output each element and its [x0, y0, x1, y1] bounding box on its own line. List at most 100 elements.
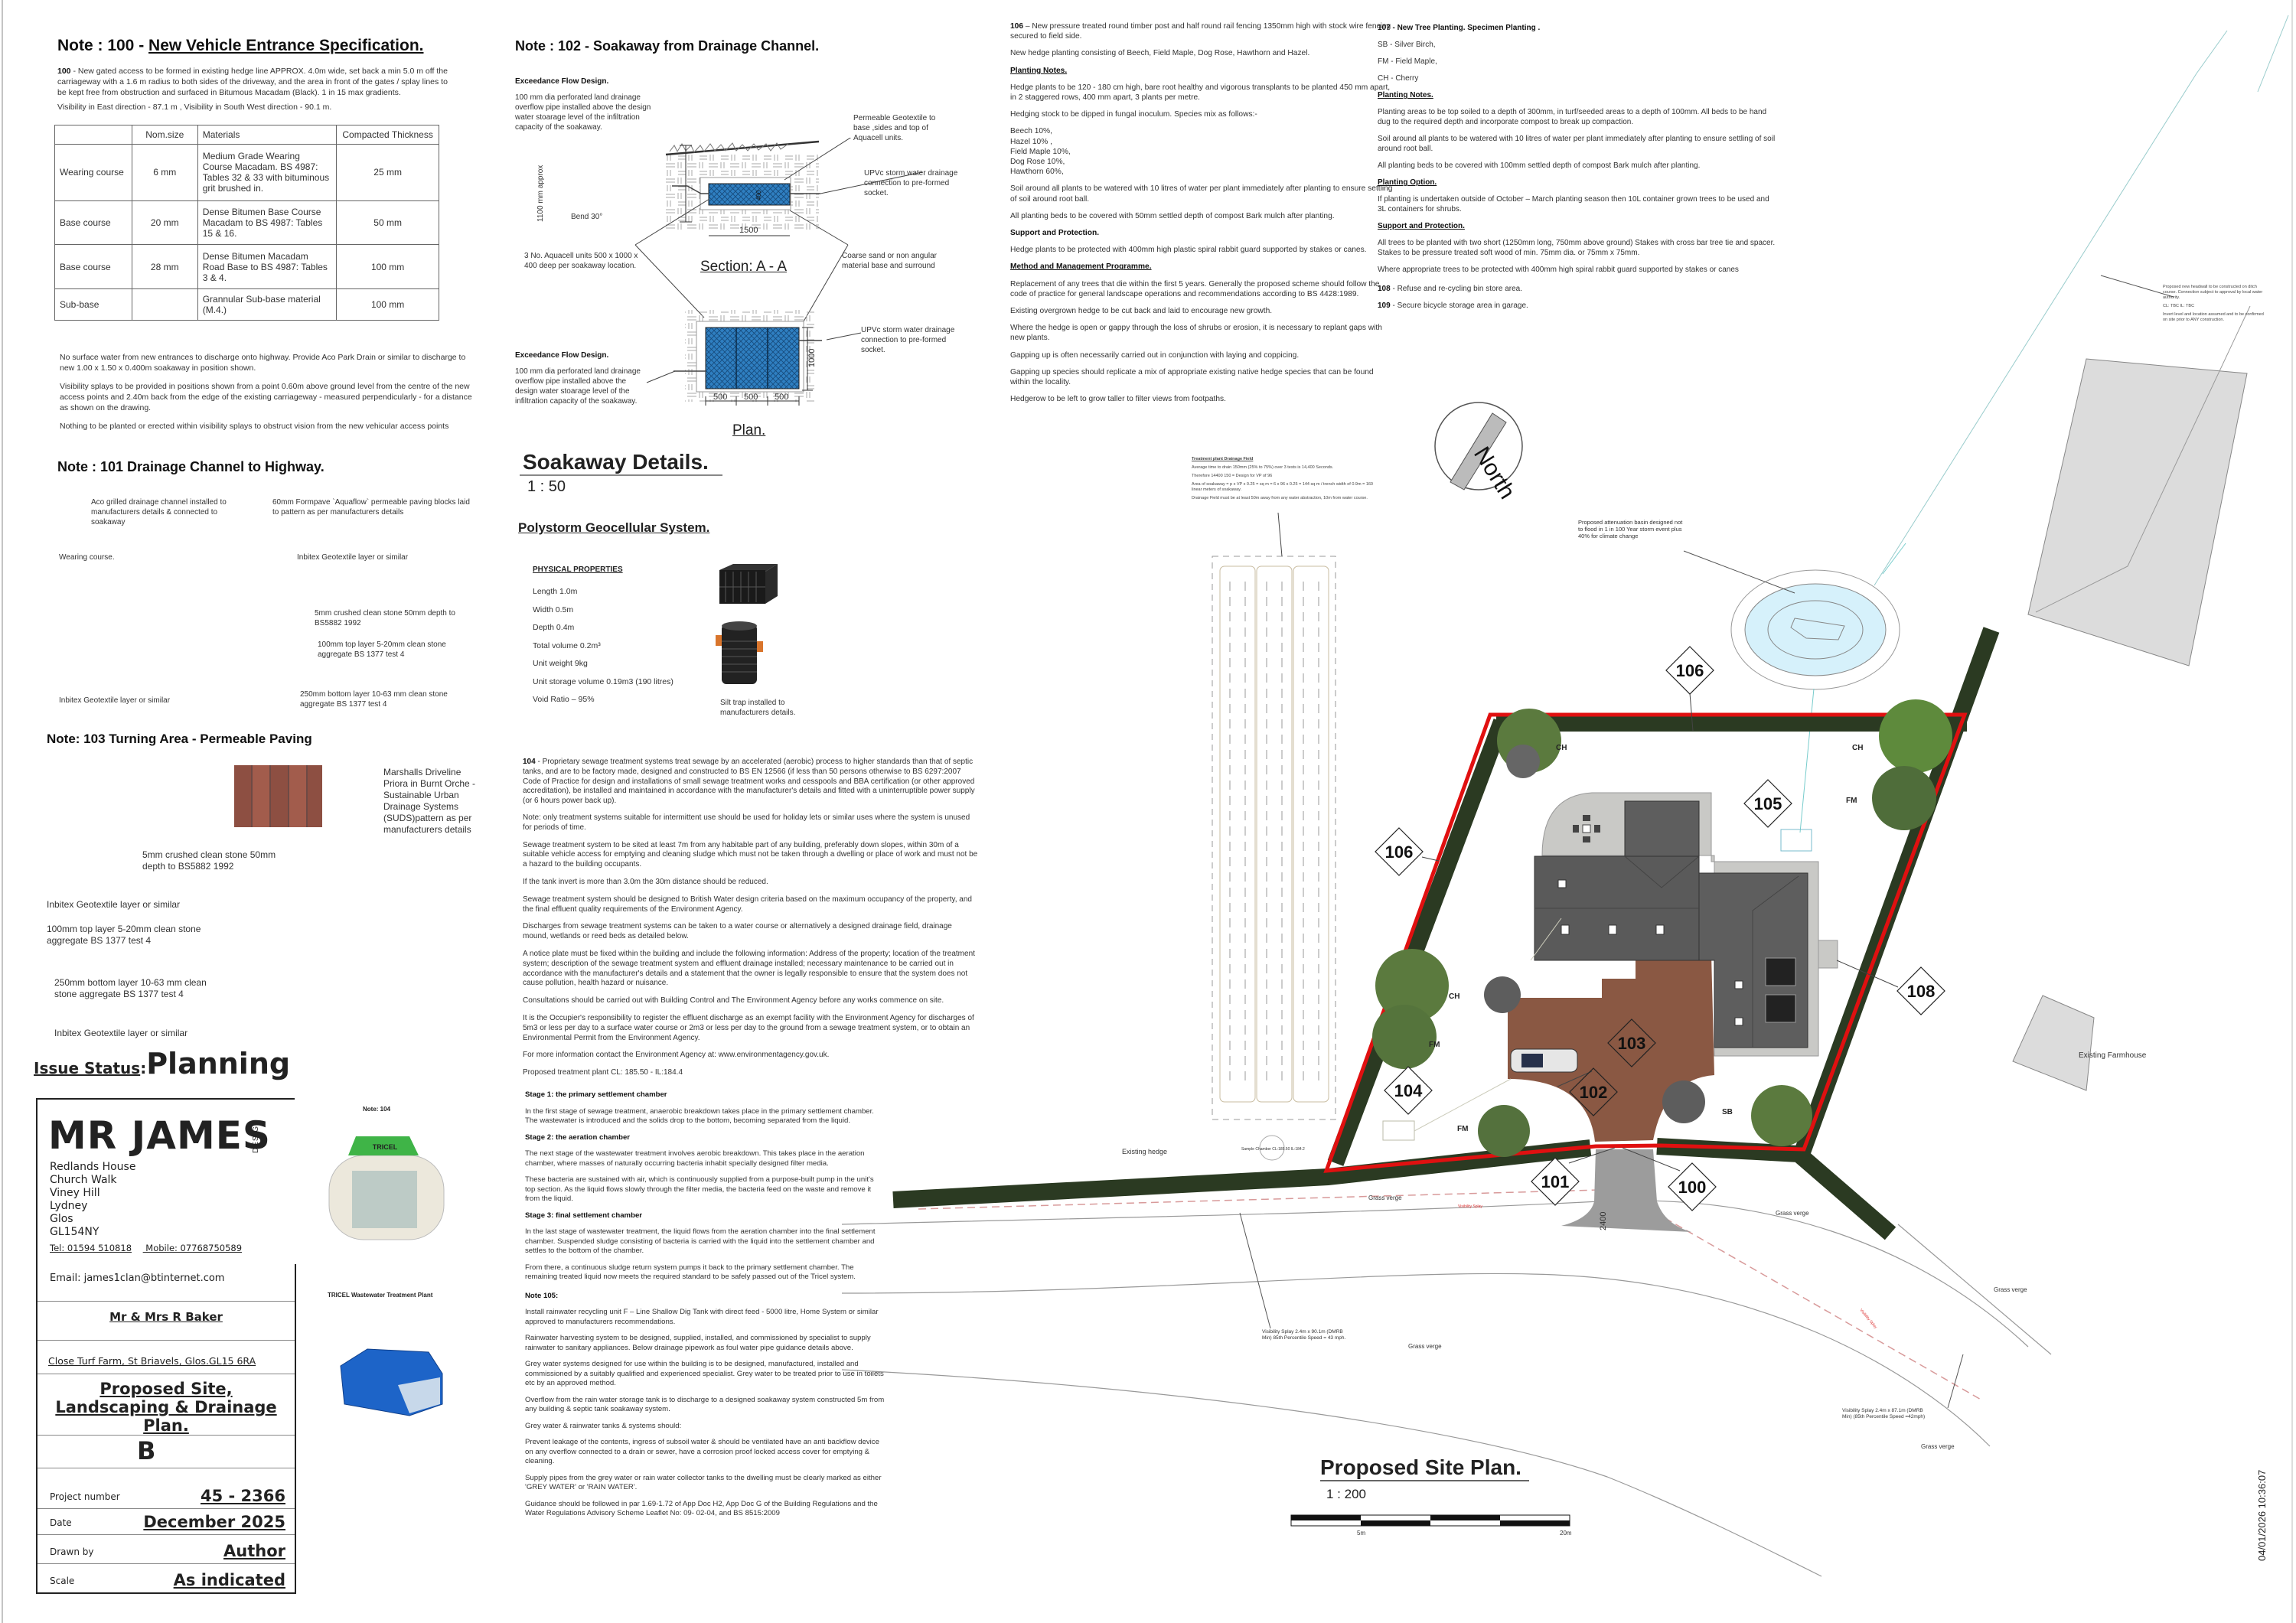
note-text: Existing overgrown hedge to be cut back … — [1010, 307, 1273, 316]
paving-sample-image — [234, 765, 322, 827]
tag-diamond — [1569, 1067, 1618, 1116]
property: Length 1.0m — [533, 587, 578, 596]
reference-tag: 108 — [1896, 966, 1945, 1015]
paragraph: Sewage treatment system should be design… — [523, 895, 972, 914]
dim-500-a: 500 — [713, 393, 727, 402]
scalebar-label-20m: 20m — [1560, 1530, 1572, 1537]
label-wearing-course: Wearing course. — [59, 553, 115, 562]
tag-number: 105 — [1754, 794, 1782, 813]
sample-chamber-label: Sample Chamber CL:185.50 IL:184.2 — [1241, 1147, 1305, 1152]
tag-diamond — [1607, 1018, 1656, 1067]
note-100-heading: New Vehicle Entrance Specification. — [148, 37, 424, 54]
note-102-title: Note : 102 - Soakaway from Drainage Chan… — [515, 38, 820, 54]
note-paragraph: 106 – New pressure treated round timber … — [1010, 21, 1393, 41]
existing-farmhouse-label: Existing Farmhouse — [2079, 1051, 2147, 1060]
note-heading: Support and Protection. — [1010, 228, 1393, 238]
note-text: FM - Field Maple, — [1378, 57, 1437, 66]
exceedance-title-2: Exceedance Flow Design. — [515, 351, 609, 360]
visibility-splay-label: Visibility Splay — [1458, 1204, 1482, 1209]
issue-status: Issue Status:Planning — [34, 1047, 290, 1080]
tree-fm-west — [1372, 1005, 1437, 1069]
note-paragraph: Guidance should be followed in par 1.69-… — [525, 1500, 885, 1519]
hedges — [892, 627, 2000, 1240]
site-plan-title: Proposed Site Plan. — [1320, 1455, 1529, 1481]
note-paragraph: Field Maple 10%, — [1010, 147, 1393, 157]
note-text: Grey water systems designed for use with… — [525, 1360, 884, 1387]
note-paragraph: In the first stage of sewage treatment, … — [525, 1107, 885, 1126]
site-address: Close Turf Farm, St Briavels, Glos.GL15 … — [48, 1355, 256, 1367]
note-paragraph: Supply pipes from the grey water or rain… — [525, 1474, 885, 1493]
note-paragraph: Where the hedge is open or gappy through… — [1010, 323, 1393, 343]
tree-fm-south — [1478, 1105, 1530, 1157]
label-bottom-layer: 250mm bottom layer 10-63 mm clean stone … — [300, 690, 448, 709]
headwall-lines: Proposed new headwall to be constructed … — [2163, 285, 2266, 323]
note-104-lead: 104 — [523, 758, 536, 766]
grass-verge-label: Grass verge — [1408, 1343, 1442, 1350]
section-a-a-title: Section: A - A — [700, 259, 788, 275]
soakaway-details-scale: 1 : 50 — [527, 478, 566, 495]
label-103-crushed: 5mm crushed clean stone 50mm depth to BS… — [142, 849, 276, 872]
tree-existing — [1506, 745, 1540, 778]
paragraph: Proposed treatment plant CL: 185.50 - IL… — [523, 1068, 683, 1077]
visibility-splay-label: Visibility Splay — [1858, 1308, 1877, 1330]
reference-tag: 106 — [1375, 827, 1424, 876]
hedge-road-west — [892, 1139, 1592, 1208]
note-text: These bacteria are sustained with air, w… — [525, 1175, 874, 1203]
note-paragraph: 109 - Secure bicycle storage area in gar… — [1378, 301, 1776, 311]
tree-label: CH — [1449, 992, 1459, 1001]
label-103-inbitex-bottom: Inbitex Geotextile layer or similar — [54, 1028, 188, 1038]
table-cell: Base course — [54, 244, 132, 289]
tag-number: 101 — [1541, 1172, 1570, 1191]
note-text: Beech 10%, — [1010, 127, 1052, 136]
tree-label: CH — [1556, 744, 1567, 752]
note-100-paragraph: 100 - New gated access to be formed in e… — [57, 66, 455, 98]
tree-label: SB — [1722, 1108, 1733, 1116]
note-paragraph: Soil around all plants to be watered wit… — [1010, 184, 1393, 204]
note-text: Where the hedge is open or gappy through… — [1010, 324, 1382, 343]
note-text: Soil around all plants to be watered wit… — [1010, 184, 1393, 204]
note-paragraph: Where appropriate trees to be protected … — [1378, 265, 1776, 275]
note-paragraph: Rainwater harvesting system to be design… — [525, 1334, 885, 1353]
silt-trap-caption: Silt trap installed to manufacturers det… — [720, 699, 796, 717]
note-text: The next stage of the wastewater treatme… — [525, 1149, 865, 1168]
property: Unit weight 9kg — [533, 659, 588, 668]
note-paragraph: Hawthorn 60%, — [1010, 167, 1393, 177]
dim-500-b: 500 — [744, 393, 758, 402]
label-top-layer: 100mm top layer 5-20mm clean stone aggre… — [318, 640, 446, 659]
note-text: Method and Management Programme. — [1010, 262, 1152, 272]
note-paragraph: Replacement of any trees that die within… — [1010, 279, 1393, 299]
polystorm-crate-image — [719, 564, 778, 604]
tree-existing-grey-2 — [1662, 1080, 1705, 1123]
car-roof — [1521, 1054, 1543, 1067]
table-cell: Base course — [54, 200, 132, 246]
patio-furniture — [1573, 815, 1600, 842]
company-phone: Tel: 01594 510818 Mobile: 07768750589 — [50, 1243, 242, 1253]
note-paragraph: Install rainwater recycling unit F – Lin… — [525, 1308, 885, 1327]
rooflights — [1557, 879, 1743, 1026]
label-crushed-stone: 5mm crushed clean stone 50mm depth to BS… — [315, 609, 455, 627]
verge-line-east — [1897, 1224, 2052, 1355]
roof-wing-north — [1624, 800, 1700, 857]
reference-tag: 105 — [1743, 779, 1792, 828]
exceedance-text-2: 100 mm dia perforated land drainage over… — [515, 367, 641, 406]
tricel-logo: TRICEL — [373, 1143, 398, 1151]
drainage-field-lines: Average time to drain 150mm (25% to 75%)… — [1192, 465, 1375, 501]
reference-tag: 106 — [1665, 646, 1714, 695]
tag-diamond — [1375, 827, 1424, 876]
issue-status-value: Planning — [146, 1047, 291, 1080]
note-100-lead: 100 — [57, 67, 71, 76]
table-cell: 28 mm — [131, 244, 198, 289]
note-text: - Secure bicycle storage area in garage. — [1390, 301, 1528, 310]
label-aquacell: 3 No. Aquacell units 500 x 1000 x 400 de… — [524, 252, 638, 270]
note-number: 108 — [1378, 285, 1391, 293]
paragraph: For more information contact the Environ… — [523, 1051, 830, 1060]
note-text: Where appropriate trees to be protected … — [1378, 266, 1739, 274]
note-paragraph: Prevent leakage of the contents, ingress… — [525, 1438, 885, 1467]
note-100-prefix: Note : 100 - — [57, 37, 149, 54]
label-aco: Aco grilled drainage channel installed t… — [91, 498, 227, 526]
note-heading: Planting Notes. — [1010, 66, 1393, 76]
headwall-leader — [2100, 275, 2174, 298]
